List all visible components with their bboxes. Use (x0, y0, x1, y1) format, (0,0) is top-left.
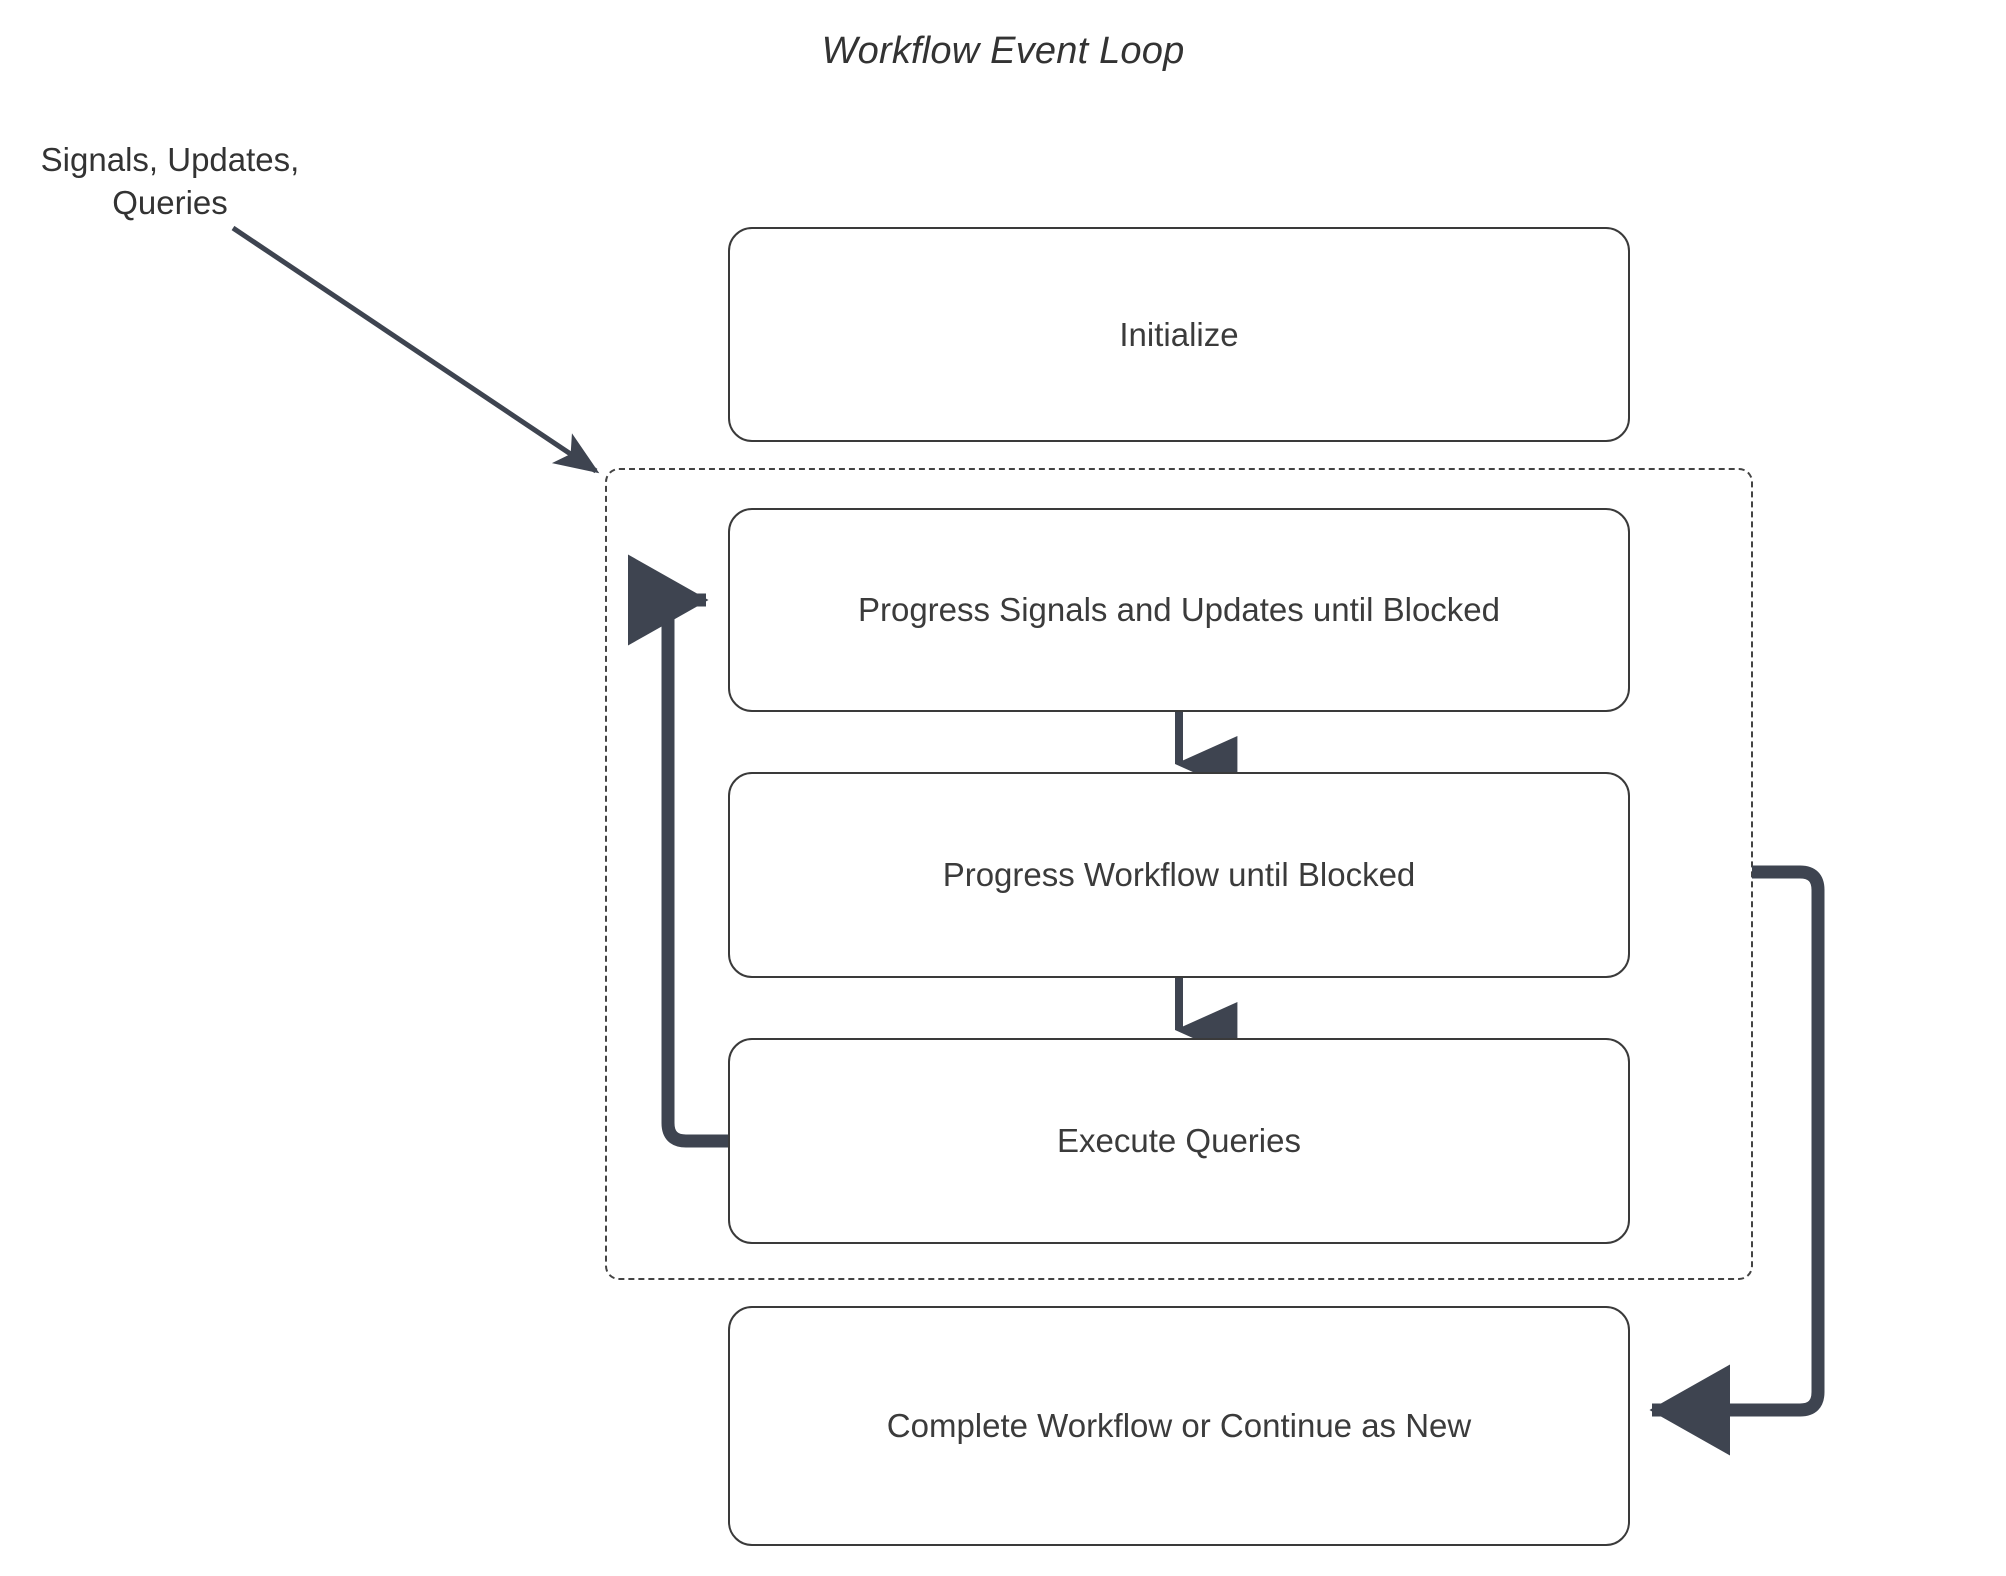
external-input-label-line1: Signals, Updates, (40, 141, 300, 178)
edge-queries-loopback (628, 554, 728, 1148)
node-progress-workflow-label: Progress Workflow until Blocked (942, 856, 1416, 893)
node-initialize[interactable]: Initialize (728, 227, 1630, 442)
node-execute-queries-label: Execute Queries (1057, 1122, 1301, 1159)
edge-external-to-loop (231, 225, 600, 474)
node-progress-workflow[interactable]: Progress Workflow until Blocked (728, 772, 1630, 978)
node-progress-signals[interactable]: Progress Signals and Updates until Block… (728, 508, 1630, 712)
node-execute-queries[interactable]: Execute Queries (728, 1038, 1630, 1244)
external-input-label-line2: Queries (112, 184, 228, 221)
node-complete-workflow[interactable]: Complete Workflow or Continue as New (728, 1306, 1630, 1546)
page-title: Workflow Event Loop (821, 30, 1185, 72)
node-progress-signals-label: Progress Signals and Updates until Block… (857, 591, 1501, 628)
edge-loop-to-complete (1649, 865, 1825, 1456)
node-initialize-label: Initialize (1119, 315, 1239, 353)
node-complete-workflow-label: Complete Workflow or Continue as New (886, 1407, 1472, 1444)
external-input-label: Signals, Updates, Queries (20, 138, 320, 224)
